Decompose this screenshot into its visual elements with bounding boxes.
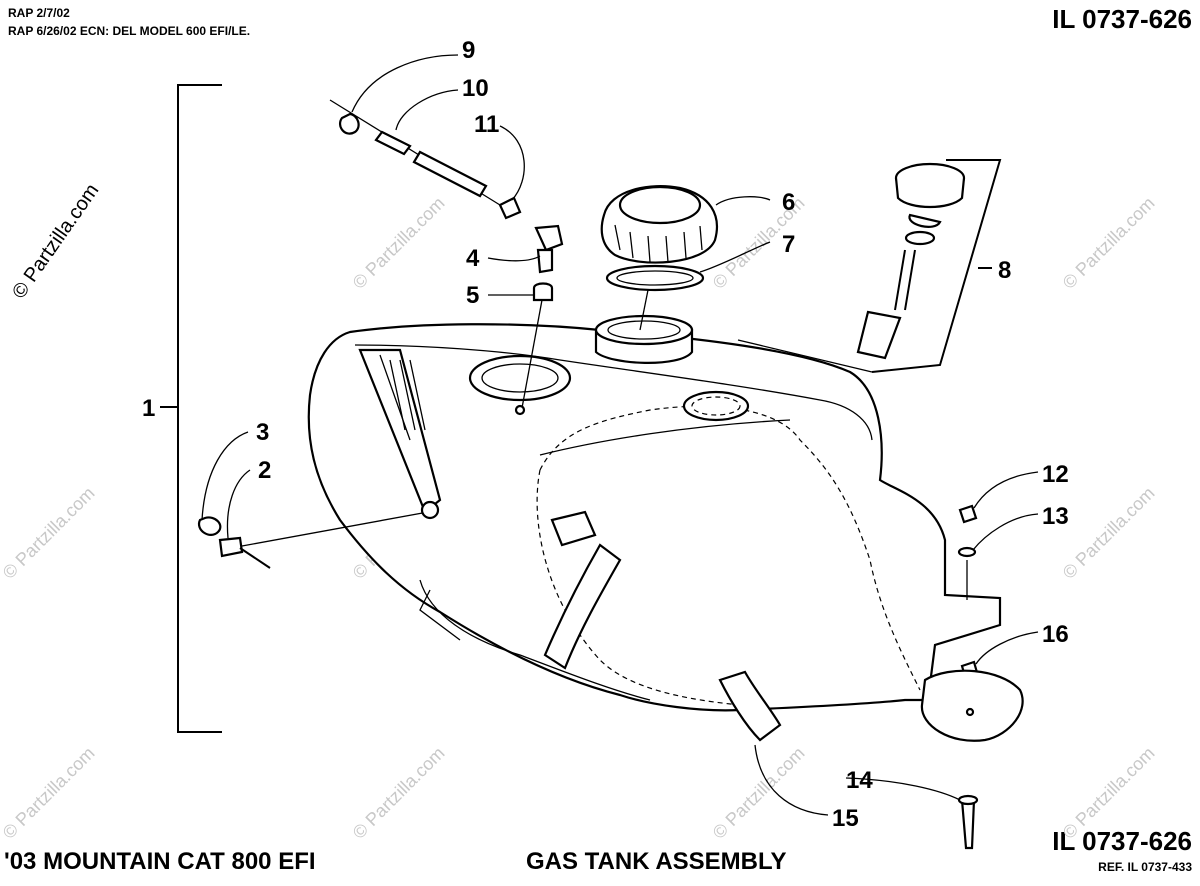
fuel-cap [600, 185, 718, 264]
watermark: © Partzilla.com [1059, 743, 1159, 843]
callout-9: 9 [462, 37, 475, 64]
callout-numbers: 1 2 3 4 5 6 7 8 9 10 11 12 13 14 15 16 [142, 37, 1069, 832]
watermark: © Partzilla.com [1059, 483, 1159, 583]
watermark-vertical: © Partzilla.com [8, 180, 103, 303]
callout-4: 4 [466, 245, 480, 272]
watermark: © Partzilla.com [349, 193, 449, 293]
fuel-level-sender [856, 162, 966, 360]
diagram-title: GAS TANK ASSEMBLY [526, 848, 787, 875]
callout-5: 5 [466, 282, 479, 309]
callout-2: 2 [258, 457, 271, 484]
callout-6: 6 [782, 189, 795, 216]
illustration-id-top: IL 0737-626 [1052, 4, 1192, 34]
callout-10: 10 [462, 75, 489, 102]
callout-12: 12 [1042, 461, 1069, 488]
reference-id: REF. IL 0737-433 [1098, 860, 1192, 874]
cap-gasket [605, 264, 705, 292]
revision-line-1: RAP 2/7/02 [8, 6, 70, 20]
callout-11: 11 [474, 111, 499, 138]
callout-1: 1 [142, 395, 155, 422]
tank-pin-and-clip [197, 431, 440, 569]
callout-13: 13 [1042, 503, 1069, 530]
revision-line-2: RAP 6/26/02 ECN: DEL MODEL 600 EFI/LE. [8, 24, 251, 38]
fuel-tank [307, 314, 1002, 742]
callout-14: 14 [846, 767, 873, 794]
callout-16: 16 [1042, 621, 1069, 648]
callout-7: 7 [782, 231, 795, 258]
watermark: © Partzilla.com [1059, 193, 1159, 293]
leader-lines [351, 54, 1039, 816]
callout-3: 3 [256, 419, 269, 446]
watermark: © Partzilla.com [349, 743, 449, 843]
mount-hardware [920, 504, 1024, 850]
watermark: © Partzilla.com [709, 743, 809, 843]
watermark: © Partzilla.com [0, 743, 99, 843]
model-name: '03 MOUNTAIN CAT 800 EFI [4, 848, 316, 875]
watermark: © Partzilla.com [0, 483, 99, 583]
callout-15: 15 [832, 805, 859, 832]
illustration-id-bottom: IL 0737-626 [1052, 826, 1192, 856]
vent-hardware [329, 99, 564, 416]
assembly-bracket [177, 84, 222, 733]
callout-8: 8 [998, 257, 1011, 284]
